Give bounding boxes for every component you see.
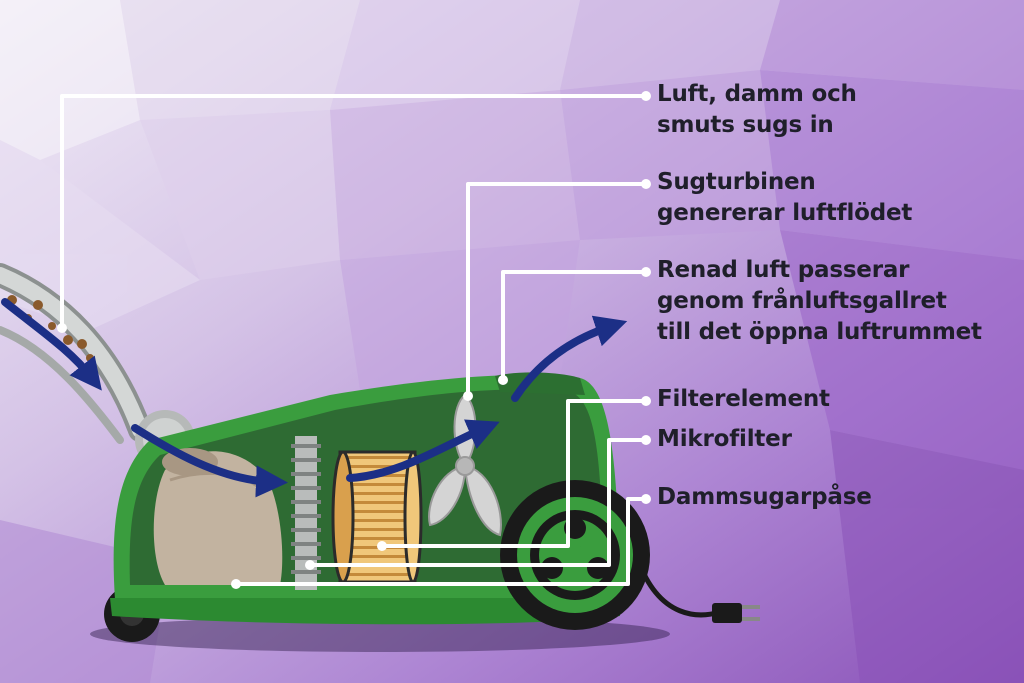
label-dust-bag: Dammsugarpåse — [657, 484, 872, 510]
label-exhaust-air: Renad luft passerar genom frånluftsgallr… — [657, 257, 982, 345]
label-suction-turbine: Sugturbinen genererar luftflödet — [657, 169, 913, 226]
micro-filter — [291, 436, 321, 590]
power-cord — [635, 559, 760, 623]
leader-line-dust-bag — [234, 497, 648, 586]
leader-line-micro-filter — [308, 438, 648, 567]
arrow-intake-hose — [1, 298, 102, 391]
label-micro-filter: Mikrofilter — [657, 426, 792, 452]
leader-line-exhaust — [501, 270, 648, 382]
arrow-through-filter — [346, 419, 500, 482]
leader-dots — [57, 91, 651, 589]
label-air-intake: Luft, damm och smuts sugs in — [657, 81, 857, 138]
label-filter-element: Filterelement — [657, 386, 830, 412]
leader-line-filter-element — [380, 399, 648, 548]
leader-lines — [60, 94, 648, 586]
leader-line-intake — [60, 94, 648, 330]
airflow-arrows — [1, 298, 628, 498]
filter-element — [331, 450, 423, 584]
arrow-exhaust — [511, 315, 628, 402]
floor-shadow — [90, 616, 670, 652]
arrow-into-bag — [131, 424, 288, 498]
leader-line-turbine — [466, 182, 648, 398]
